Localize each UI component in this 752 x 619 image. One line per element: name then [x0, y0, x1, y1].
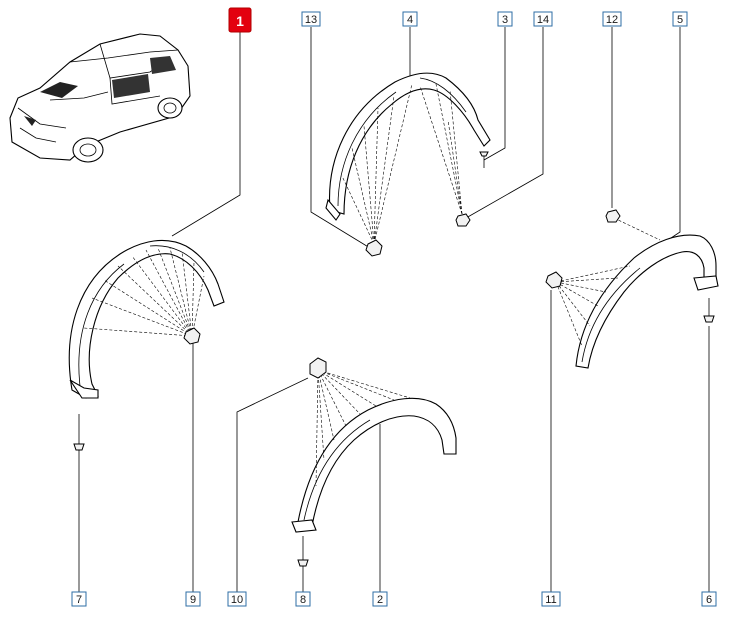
leader-dashes-5	[555, 217, 661, 347]
callout-14[interactable]: 14	[533, 11, 553, 27]
callout-label: 7	[76, 594, 82, 606]
wheel-arch-molding-4	[325, 72, 491, 221]
callout-7[interactable]: 7	[71, 591, 87, 607]
nut-12-icon	[605, 209, 621, 223]
leader-dashes-2	[315, 369, 411, 487]
callout-8[interactable]: 8	[295, 591, 311, 607]
callout-5[interactable]: 5	[672, 11, 688, 27]
screw-7-icon	[73, 414, 85, 451]
callout-label: 5	[677, 14, 683, 26]
leader-lines	[78, 27, 710, 592]
callout-label: 8	[300, 594, 306, 606]
callout-label: 12	[606, 14, 618, 26]
wheel-arch-molding-5	[575, 234, 719, 369]
callout-label: 3	[502, 14, 508, 26]
leader-dashes-4	[341, 83, 463, 245]
callout-label: 10	[231, 594, 243, 606]
clip-13-icon	[365, 239, 383, 257]
callout-label: 13	[305, 14, 317, 26]
clip-11-icon	[545, 271, 563, 289]
callout-label: 1	[236, 13, 244, 29]
screw-6-icon	[703, 298, 715, 323]
clip-9-icon	[183, 327, 201, 345]
callout-12[interactable]: 12	[602, 11, 622, 27]
callout-11[interactable]: 11	[541, 591, 561, 607]
callout-2[interactable]: 2	[372, 591, 388, 607]
screw-3-icon	[479, 151, 489, 168]
screw-8-icon	[297, 536, 309, 567]
callout-6[interactable]: 6	[701, 591, 717, 607]
nut-14-icon	[455, 213, 471, 227]
leader-dashes-1	[83, 247, 205, 337]
callout-label: 6	[706, 594, 712, 606]
vehicle-illustration	[9, 33, 191, 163]
wheel-arch-molding-1	[68, 239, 225, 399]
callout-label: 11	[545, 594, 556, 606]
callout-1[interactable]: 1	[228, 7, 252, 33]
callout-label: 4	[407, 14, 413, 26]
callout-9[interactable]: 9	[185, 591, 201, 607]
callout-label: 2	[377, 594, 383, 606]
callout-label: 9	[190, 594, 196, 606]
callout-13[interactable]: 13	[301, 11, 321, 27]
callout-3[interactable]: 3	[497, 11, 513, 27]
callout-4[interactable]: 4	[402, 11, 418, 27]
callout-label: 14	[537, 14, 549, 26]
callout-10[interactable]: 10	[227, 591, 247, 607]
wheel-arch-molding-2	[291, 397, 457, 533]
clip-10-icon	[309, 357, 327, 379]
